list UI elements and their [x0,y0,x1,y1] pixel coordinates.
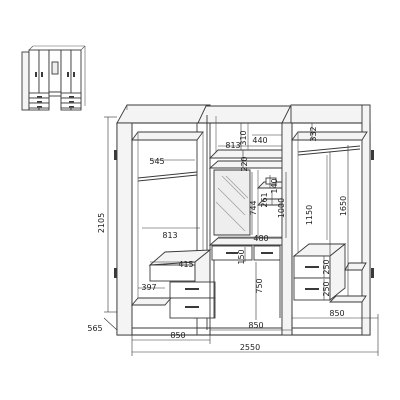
cabinet-structure [114,104,374,336]
dim-module-left-width: 850 [170,331,185,340]
dim-mid-top-shelf: 440 [252,136,267,145]
dim-right-top-compartment: 332 [309,126,318,141]
dim-mid-shelf-height: 140 [270,178,279,193]
dim-right-hang-height: 1150 [305,205,314,225]
dim-width-total: 2550 [240,343,260,352]
dim-mid-shelf-gap: 261 [260,192,269,207]
dim-mid-drawer-height: 150 [237,249,246,264]
dim-left-bottom-shelf: 397 [141,283,156,292]
dim-mid-top-height: 310 [239,130,248,145]
dim-right-drawer-2: 250 [322,281,331,296]
dim-left-drawer-width: 415 [178,260,193,269]
dimension-labels: 2105 565 850 850 850 2550 545 813 415 39… [87,126,348,352]
dim-left-top-shelf: 545 [149,157,164,166]
dim-module-mid-width: 850 [248,321,263,330]
dim-mid-upper-gap: 220 [240,156,249,171]
dim-right-full-height: 1650 [339,196,348,216]
dim-mid-mirror-height: 744 [249,200,258,215]
dim-mid-top-width: 813 [225,141,240,150]
dim-height-total: 2105 [97,213,106,233]
dim-depth: 565 [87,324,102,333]
thumbnail-view [21,45,86,111]
dimension-lines [103,116,379,356]
dim-left-rail-width: 813 [162,231,177,240]
dim-mid-desk-height: 750 [255,278,264,293]
dim-module-right-width: 850 [329,309,344,318]
dim-right-drawer-1: 250 [322,259,331,274]
dim-mid-column-height: 1000 [277,198,286,218]
dim-mid-desk-width: 480 [253,234,268,243]
